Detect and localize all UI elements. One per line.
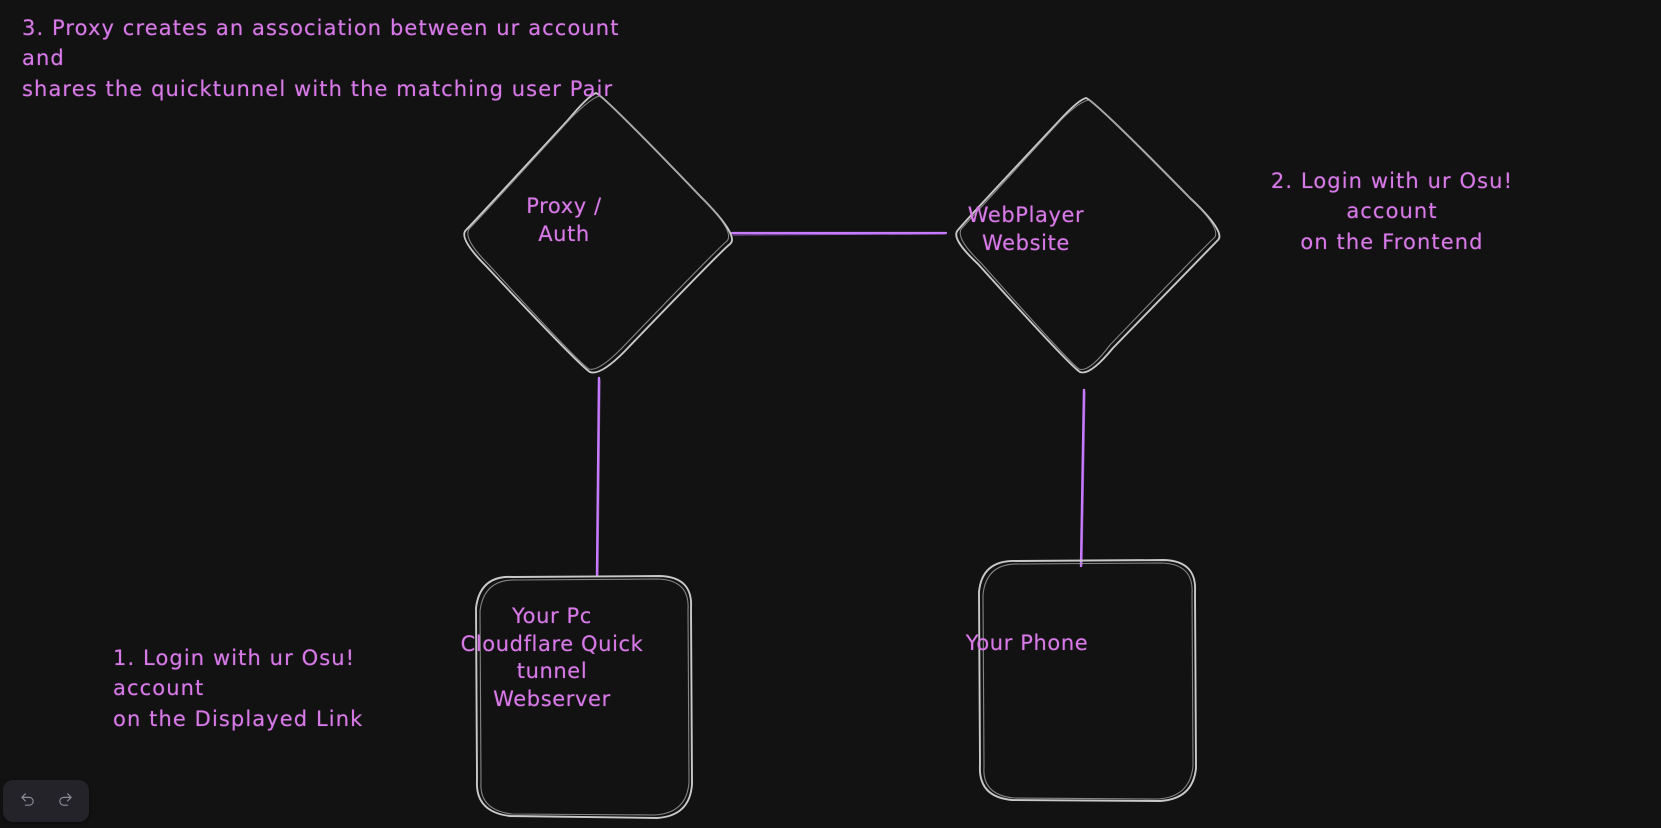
undo-icon: [19, 791, 36, 811]
node-label-proxy-auth: Proxy / Auth: [526, 194, 602, 246]
annotation-step-2: 2. Login with ur Osu! account on the Fro…: [1270, 169, 1514, 254]
connector-webplayer-to-yourphone[interactable]: [1079, 388, 1086, 568]
connector-proxy-to-yourpc[interactable]: [595, 376, 601, 578]
node-label-your-pc: Your Pc Cloudflare Quick tunnel Webserve…: [460, 604, 644, 712]
redo-button[interactable]: [49, 786, 81, 816]
shape-rect-your-phone[interactable]: [978, 559, 1197, 802]
redo-icon: [57, 791, 74, 811]
undo-button[interactable]: [11, 786, 43, 816]
node-label-your-phone: Your Phone: [965, 631, 1089, 655]
node-label-webplayer: WebPlayer Website: [967, 203, 1085, 255]
history-toolbar: [3, 780, 89, 822]
annotation-step-1: 1. Login with ur Osu! account on the Dis…: [113, 646, 364, 731]
annotation-step-3: 3. Proxy creates an association between …: [22, 16, 620, 101]
